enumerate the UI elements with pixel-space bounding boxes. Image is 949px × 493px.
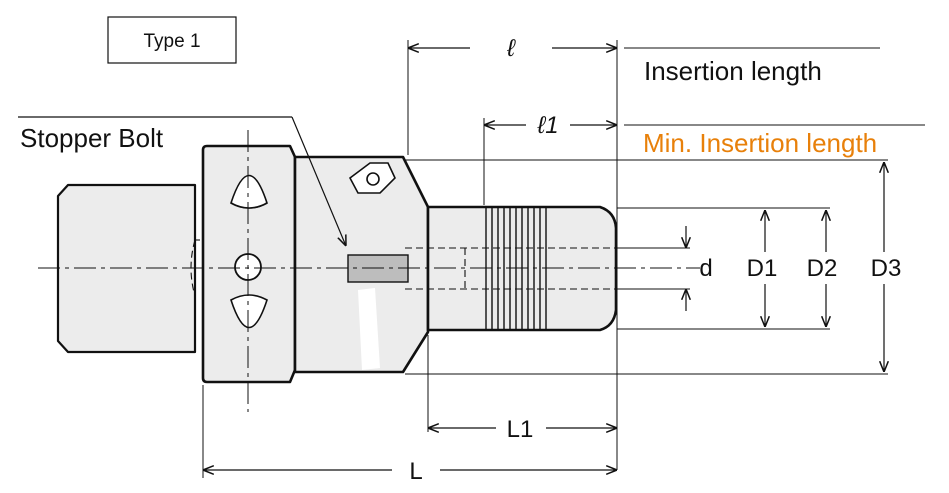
stopper-bolt-leader (18, 116, 346, 246)
dim-D2-label: D2 (807, 255, 838, 282)
dim-d-label: d (699, 255, 712, 282)
dim-L-label: L (409, 458, 422, 485)
stopper-bolt-label: Stopper Bolt (20, 123, 164, 153)
body-highlight (358, 288, 380, 370)
insertion-length-label: Insertion length (644, 56, 822, 86)
dimension-arrows (203, 48, 884, 470)
dim-D3-label: D3 (871, 255, 902, 282)
extension-lines (202, 40, 925, 478)
type-label: Type 1 (143, 31, 200, 52)
coolant-screw (348, 162, 396, 194)
center-lines (38, 130, 700, 412)
dim-D1-label: D1 (747, 255, 778, 282)
type-label-box (107, 16, 237, 64)
min-insertion-length-label: Min. Insertion length (643, 128, 877, 158)
dim-L1-label: L1 (507, 416, 534, 443)
drive-keyways (230, 174, 268, 329)
tool-holder-body (56, 144, 618, 384)
dim-l-label: ℓ (506, 35, 516, 62)
dim-l1-label: ℓ1 (536, 112, 558, 139)
